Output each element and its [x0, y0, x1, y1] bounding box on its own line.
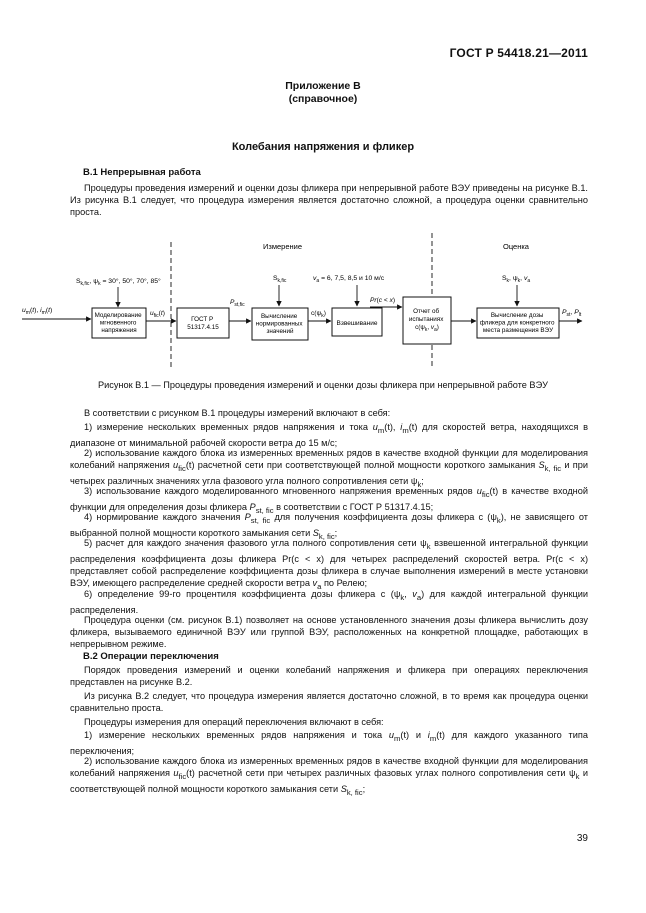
b2-paragraph-1: Порядок проведения измерений и оценки ко… [70, 665, 588, 688]
output-label: Pst, Plt [562, 309, 582, 318]
figure-caption: Рисунок В.1 — Процедуры проведения измер… [97, 380, 549, 390]
list-item-4: 4) нормирование каждого значения Pst, fi… [70, 512, 588, 541]
b1-intro-paragraph: Процедуры проведения измерений и оценки … [70, 183, 588, 218]
list-item-6: 6) определение 99-го процентиля коэффици… [70, 589, 588, 616]
page-number: 39 [576, 833, 588, 844]
pr-label: Pr(c < x) [370, 297, 395, 304]
block-test-report-text: Отчет об испытаниях c(ψk, va) [409, 307, 445, 333]
appendix-heading: Приложение В (справочное) [0, 80, 646, 106]
block-weighting-text: Взвешивание [337, 320, 378, 327]
va-param-label: va = 6, 7,5, 8,5 и 10 м/с [313, 275, 385, 284]
diagram-label-measurement: Измерение [263, 242, 302, 251]
b2-paragraph-2: Из рисунка В.2 следует, что процедура из… [70, 691, 588, 714]
subsection-b2-title: В.2 Операции переключения [83, 651, 219, 662]
list-item-1: 1) измерение нескольких временных рядов … [70, 422, 588, 449]
block-voltage-modelling-text: Моделирование мгновенного напряжения [95, 312, 144, 334]
section-title: Колебания напряжения и фликер [231, 141, 415, 153]
list-item-2: 2) использование каждого блока из измере… [70, 448, 588, 490]
document-number: ГОСТ Р 54418.21—2011 [449, 46, 588, 60]
block-site-flicker-calc [476, 307, 560, 339]
assessment-paragraph: Процедура оценки (см. рисунок В.1) позво… [70, 615, 588, 650]
block-normalized-values-text: Вычисление нормированных значений [256, 313, 305, 335]
pst-fic-label: Pst,fic [230, 299, 245, 308]
appendix-subtitle: (справочное) [288, 93, 358, 105]
assessment-params-label: Sk, ψk, va [502, 275, 530, 284]
ufic-label: ufic(t) [150, 310, 165, 319]
list-item-3: 3) использование каждого моделированного… [70, 486, 588, 515]
b2-paragraph-3: Процедуры измерения для операций переклю… [84, 717, 384, 727]
skfic-param-label: Sk,fic [273, 275, 287, 284]
procedure-lead-paragraph: В соответствии с рисунком В.1 процедуры … [84, 408, 391, 418]
block-voltage-modelling [91, 307, 147, 339]
c-psi-label: c(ψk) [311, 310, 326, 319]
block-gost-flickermeter [176, 307, 230, 339]
appendix-title: Приложение В [285, 80, 361, 92]
b2-list-item-2: 2) использование каждого блока из измере… [70, 756, 588, 798]
input-params-label: Sk,fic, ψk = 30°, 50°, 70°, 85° [76, 277, 161, 287]
input-signal-label: um(t), im(t) [22, 307, 52, 316]
list-item-5: 5) расчет для каждого значения фазового … [70, 538, 588, 592]
diagram-label-assessment: Оценка [503, 242, 530, 251]
block-test-report [402, 296, 452, 345]
b2-list-item-1: 1) измерение нескольких временных рядов … [70, 730, 588, 757]
block-site-flicker-calc-text: Вычисление дозы фликера для конкретного … [480, 312, 556, 334]
block-weighting [331, 307, 383, 337]
block-gost-flickermeter-text: ГОСТ Р 51317.4.15 [187, 316, 219, 331]
subsection-b1-title: В.1 Непрерывная работа [83, 167, 201, 178]
block-normalized-values [251, 307, 309, 341]
